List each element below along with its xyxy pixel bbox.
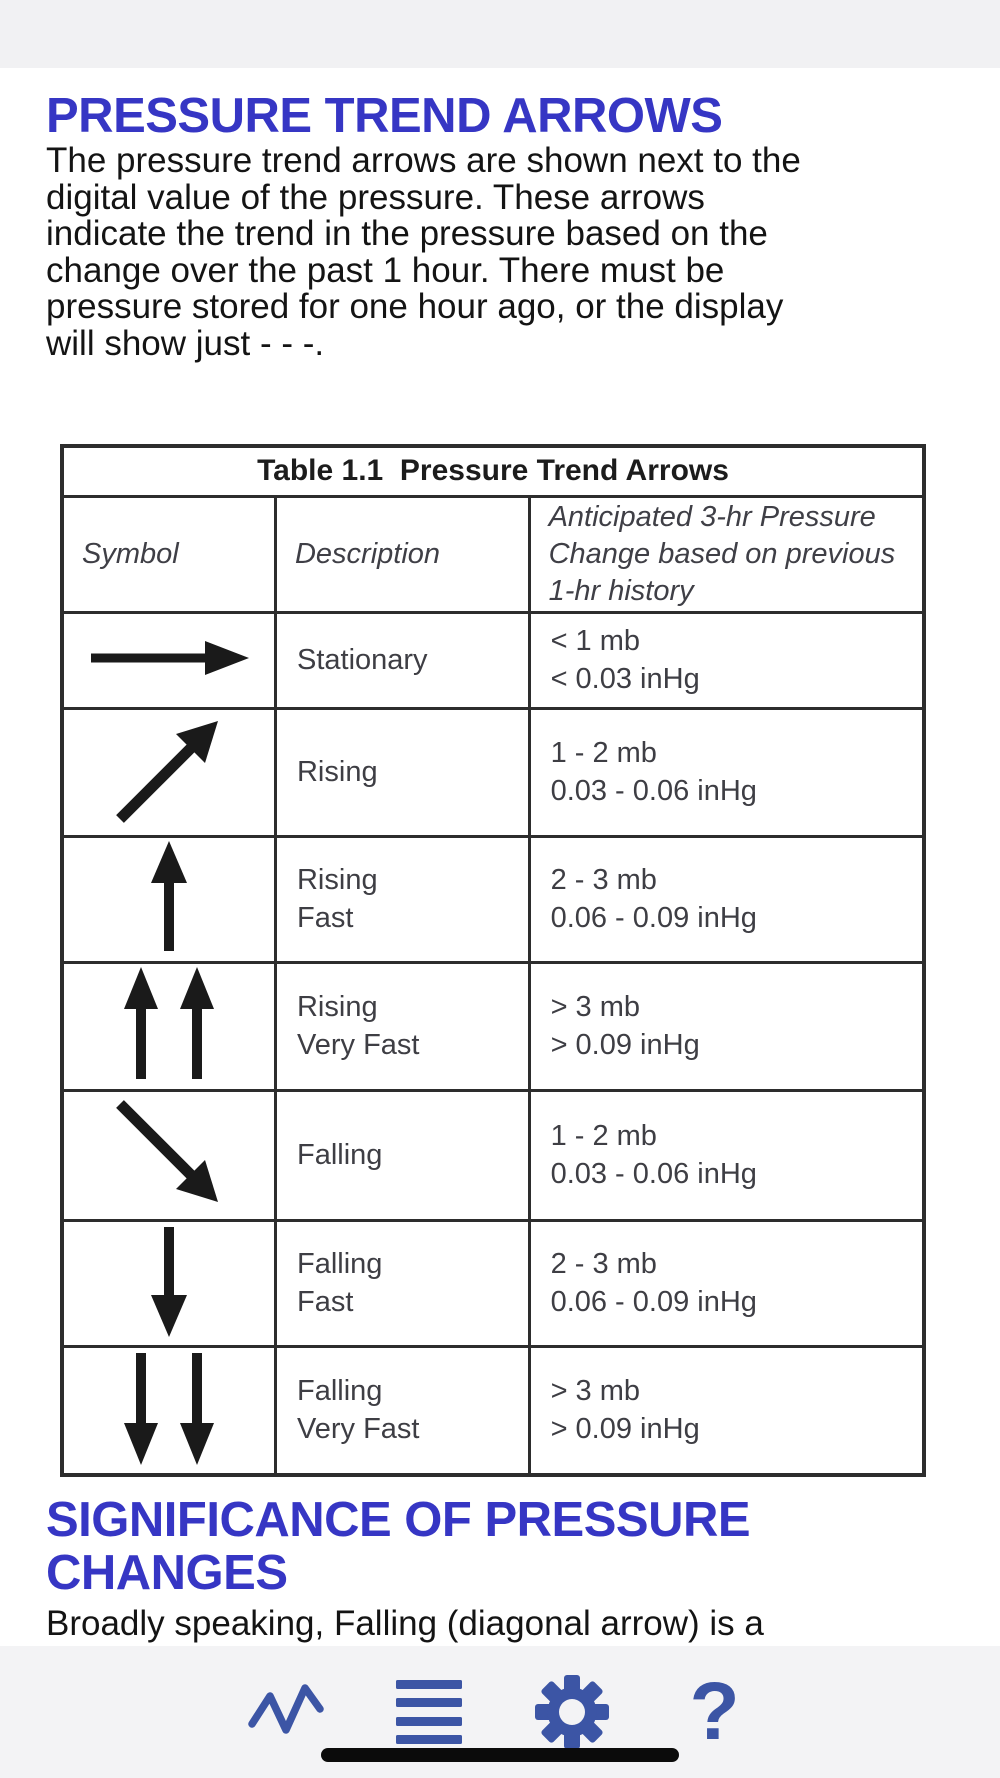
symbol-cell (60, 706, 277, 838)
col-header-symbol: Symbol (60, 494, 277, 614)
arrow-right-icon (85, 636, 253, 680)
change-cell: 1 - 2 mb 0.03 - 0.06 inHg (527, 706, 926, 838)
symbol-cell (60, 834, 277, 964)
table-row: Rising Very Fast> 3 mb > 0.09 inHg (60, 960, 926, 1092)
description-cell: Rising (273, 706, 531, 838)
change-cell: 2 - 3 mb 0.06 - 0.09 inHg (527, 834, 926, 964)
intro-paragraph: The pressure trend arrows are shown next… (46, 141, 801, 363)
description-cell: Rising Fast (273, 834, 531, 964)
arrow-down-icon (142, 1223, 196, 1339)
menu-button[interactable] (390, 1672, 468, 1752)
change-cell: 2 - 3 mb 0.06 - 0.09 inHg (527, 1218, 926, 1348)
description-cell: Falling Very Fast (273, 1344, 531, 1476)
col-header-anticipated-change: Anticipated 3-hr Pressure Change based o… (527, 494, 926, 614)
trend-graph-button[interactable] (247, 1672, 325, 1752)
description-cell: Falling Fast (273, 1218, 531, 1348)
symbol-cell (60, 610, 277, 710)
pressure-trend-table: Table 1.1 Pressure Trend Arrows Symbol D… (60, 444, 926, 1477)
toolbar-icon-row: ? (0, 1666, 1000, 1757)
symbol-cell (60, 1218, 277, 1348)
table-row: Stationary< 1 mb < 0.03 inHg (60, 610, 926, 710)
arrow-up-icon (142, 839, 196, 955)
description-cell: Rising Very Fast (273, 960, 531, 1092)
description-cell: Stationary (273, 610, 531, 710)
description-cell: Falling (273, 1088, 531, 1222)
trend-graph-icon (247, 1684, 324, 1734)
arrow-up-right-icon (110, 711, 228, 829)
settings-gear-icon (534, 1675, 609, 1749)
section-title-significance: SIGNIFICANCE OF PRESSURE CHANGES (46, 1493, 751, 1600)
table-row: Falling Very Fast> 3 mb > 0.09 inHg (60, 1344, 926, 1476)
symbol-cell (60, 960, 277, 1092)
change-cell: 1 - 2 mb 0.03 - 0.06 inHg (527, 1088, 926, 1222)
page-title: PRESSURE TREND ARROWS (46, 89, 723, 143)
arrow-down-right-icon (110, 1094, 228, 1212)
significance-paragraph: Broadly speaking, Falling (diagonal arro… (46, 1604, 764, 1643)
symbol-cell (60, 1088, 277, 1222)
table-caption: Table 1.1 Pressure Trend Arrows (60, 444, 926, 498)
arrow-down-double-icon (108, 1349, 230, 1467)
change-cell: > 3 mb > 0.09 inHg (527, 960, 926, 1092)
help-button[interactable]: ? (676, 1666, 754, 1757)
home-indicator[interactable] (321, 1748, 679, 1762)
settings-button[interactable] (533, 1672, 611, 1752)
change-cell: > 3 mb > 0.09 inHg (527, 1344, 926, 1476)
col-header-description: Description (273, 494, 531, 614)
arrow-up-double-icon (108, 965, 230, 1083)
symbol-cell (60, 1344, 277, 1476)
change-cell: < 1 mb < 0.03 inHg (527, 610, 926, 710)
table-header-row: Symbol Description Anticipated 3-hr Pres… (60, 494, 926, 614)
help-icon: ? (689, 1666, 740, 1757)
status-bar (0, 0, 1000, 68)
table-caption-row: Table 1.1 Pressure Trend Arrows (60, 444, 926, 498)
menu-icon (395, 1680, 462, 1744)
